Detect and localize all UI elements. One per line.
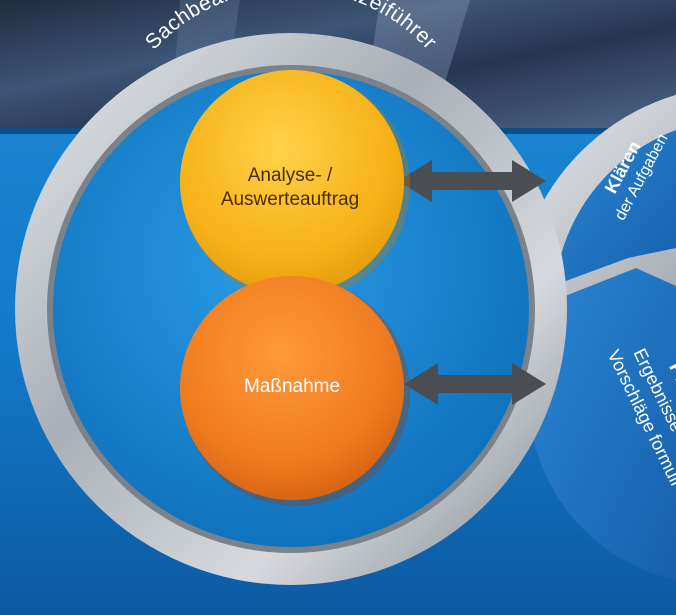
node-bottom-label: Maßnahme bbox=[244, 376, 340, 397]
node-massnahme bbox=[180, 276, 404, 500]
node-top-line2: Auswerteauftrag bbox=[221, 189, 359, 210]
node-top-line1: Analyse- / bbox=[248, 165, 333, 186]
double-arrow-top bbox=[398, 160, 546, 202]
node-analyse-auswerteauftrag bbox=[180, 70, 404, 294]
double-arrow-bottom bbox=[404, 363, 546, 405]
wheel-segment-praesentieren bbox=[528, 268, 676, 580]
wheel-segment-klaeren bbox=[555, 130, 676, 285]
